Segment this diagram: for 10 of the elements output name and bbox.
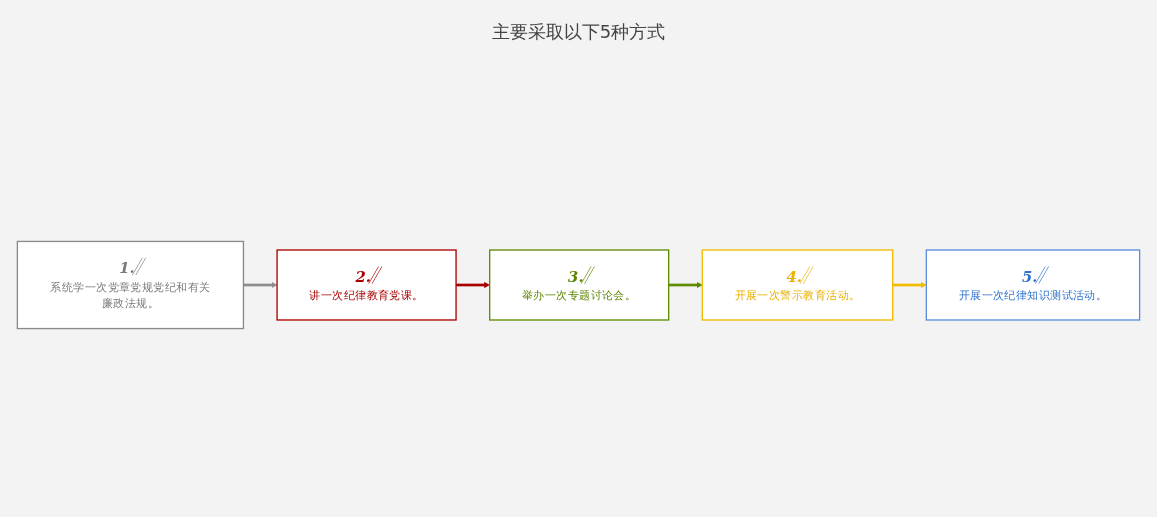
arrow xyxy=(456,282,490,288)
node-box: 5. 开展一次纪律知识测试活动。 xyxy=(925,249,1141,321)
node-box: 3. 举办一次专题讨论会。 xyxy=(489,249,670,321)
title: 主要采取以下5种方式 xyxy=(491,20,666,44)
arrow xyxy=(668,282,703,288)
arrow xyxy=(892,282,927,288)
node-box: 1. 系统学一次党章党规党纪和有关廉政法规。 xyxy=(16,240,245,330)
arrow xyxy=(243,282,278,288)
node-box: 4. 开展一次警示教育活动。 xyxy=(701,249,894,321)
node-box: 2. 讲一次纪律教育党课。 xyxy=(276,249,457,321)
